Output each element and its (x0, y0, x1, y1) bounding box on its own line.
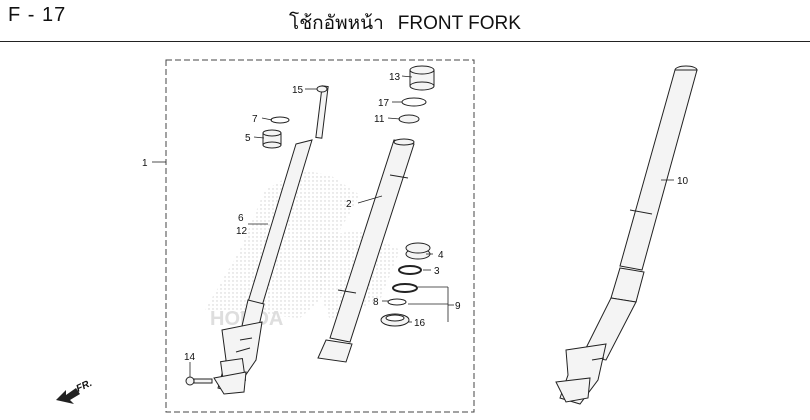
part-14-bolt (185, 376, 213, 386)
fork-assembly-complete (555, 65, 698, 405)
callout-2: 2 (346, 199, 352, 210)
callout-5: 5 (245, 133, 251, 144)
callout-14: 14 (184, 352, 196, 363)
callout-4: 4 (438, 250, 444, 261)
callout-17: 17 (378, 98, 390, 109)
callout-13: 13 (389, 72, 401, 83)
fork-outer-tube (317, 138, 415, 363)
page-title: โช้กอัพหน้า FRONT FORK (0, 8, 810, 38)
callout-9: 9 (455, 301, 461, 312)
part-15-nut (316, 85, 328, 93)
callout-16: 16 (414, 318, 426, 329)
page-code: F - 17 (8, 4, 67, 26)
callout-11: 11 (374, 114, 385, 125)
callout-8: 8 (373, 297, 379, 308)
part-3-clip (398, 265, 422, 275)
callout-6: 6 (238, 213, 244, 224)
title-english: FRONT FORK (397, 13, 521, 34)
assembly-frame (165, 59, 475, 413)
callout-12: 12 (236, 226, 248, 237)
part-16-ring (380, 313, 410, 327)
part-11-washer (398, 114, 420, 124)
front-label: FR. (75, 378, 94, 395)
part-17-oring (401, 97, 427, 107)
part-13-cap (409, 65, 435, 91)
part-8-washer (387, 298, 407, 306)
front-arrow-icon (56, 388, 80, 404)
fork-inner-tube (213, 85, 329, 395)
part-4-seal (405, 242, 431, 260)
part-7-ring (270, 116, 290, 124)
page-header: F - 17 โช้กอัพหน้า FRONT FORK (0, 0, 810, 42)
front-direction-marker: FR. (56, 378, 94, 404)
title-thai: โช้กอัพหน้า (289, 13, 384, 34)
callout-10: 10 (677, 176, 689, 187)
part-5-bushing (262, 129, 282, 149)
callout-7: 7 (252, 114, 258, 125)
callout-1: 1 (142, 158, 148, 169)
leader-lines (189, 75, 674, 377)
callout-15: 15 (292, 85, 304, 96)
part-9-bushing (392, 283, 418, 293)
header-rule (0, 41, 810, 42)
callout-3: 3 (434, 266, 440, 277)
